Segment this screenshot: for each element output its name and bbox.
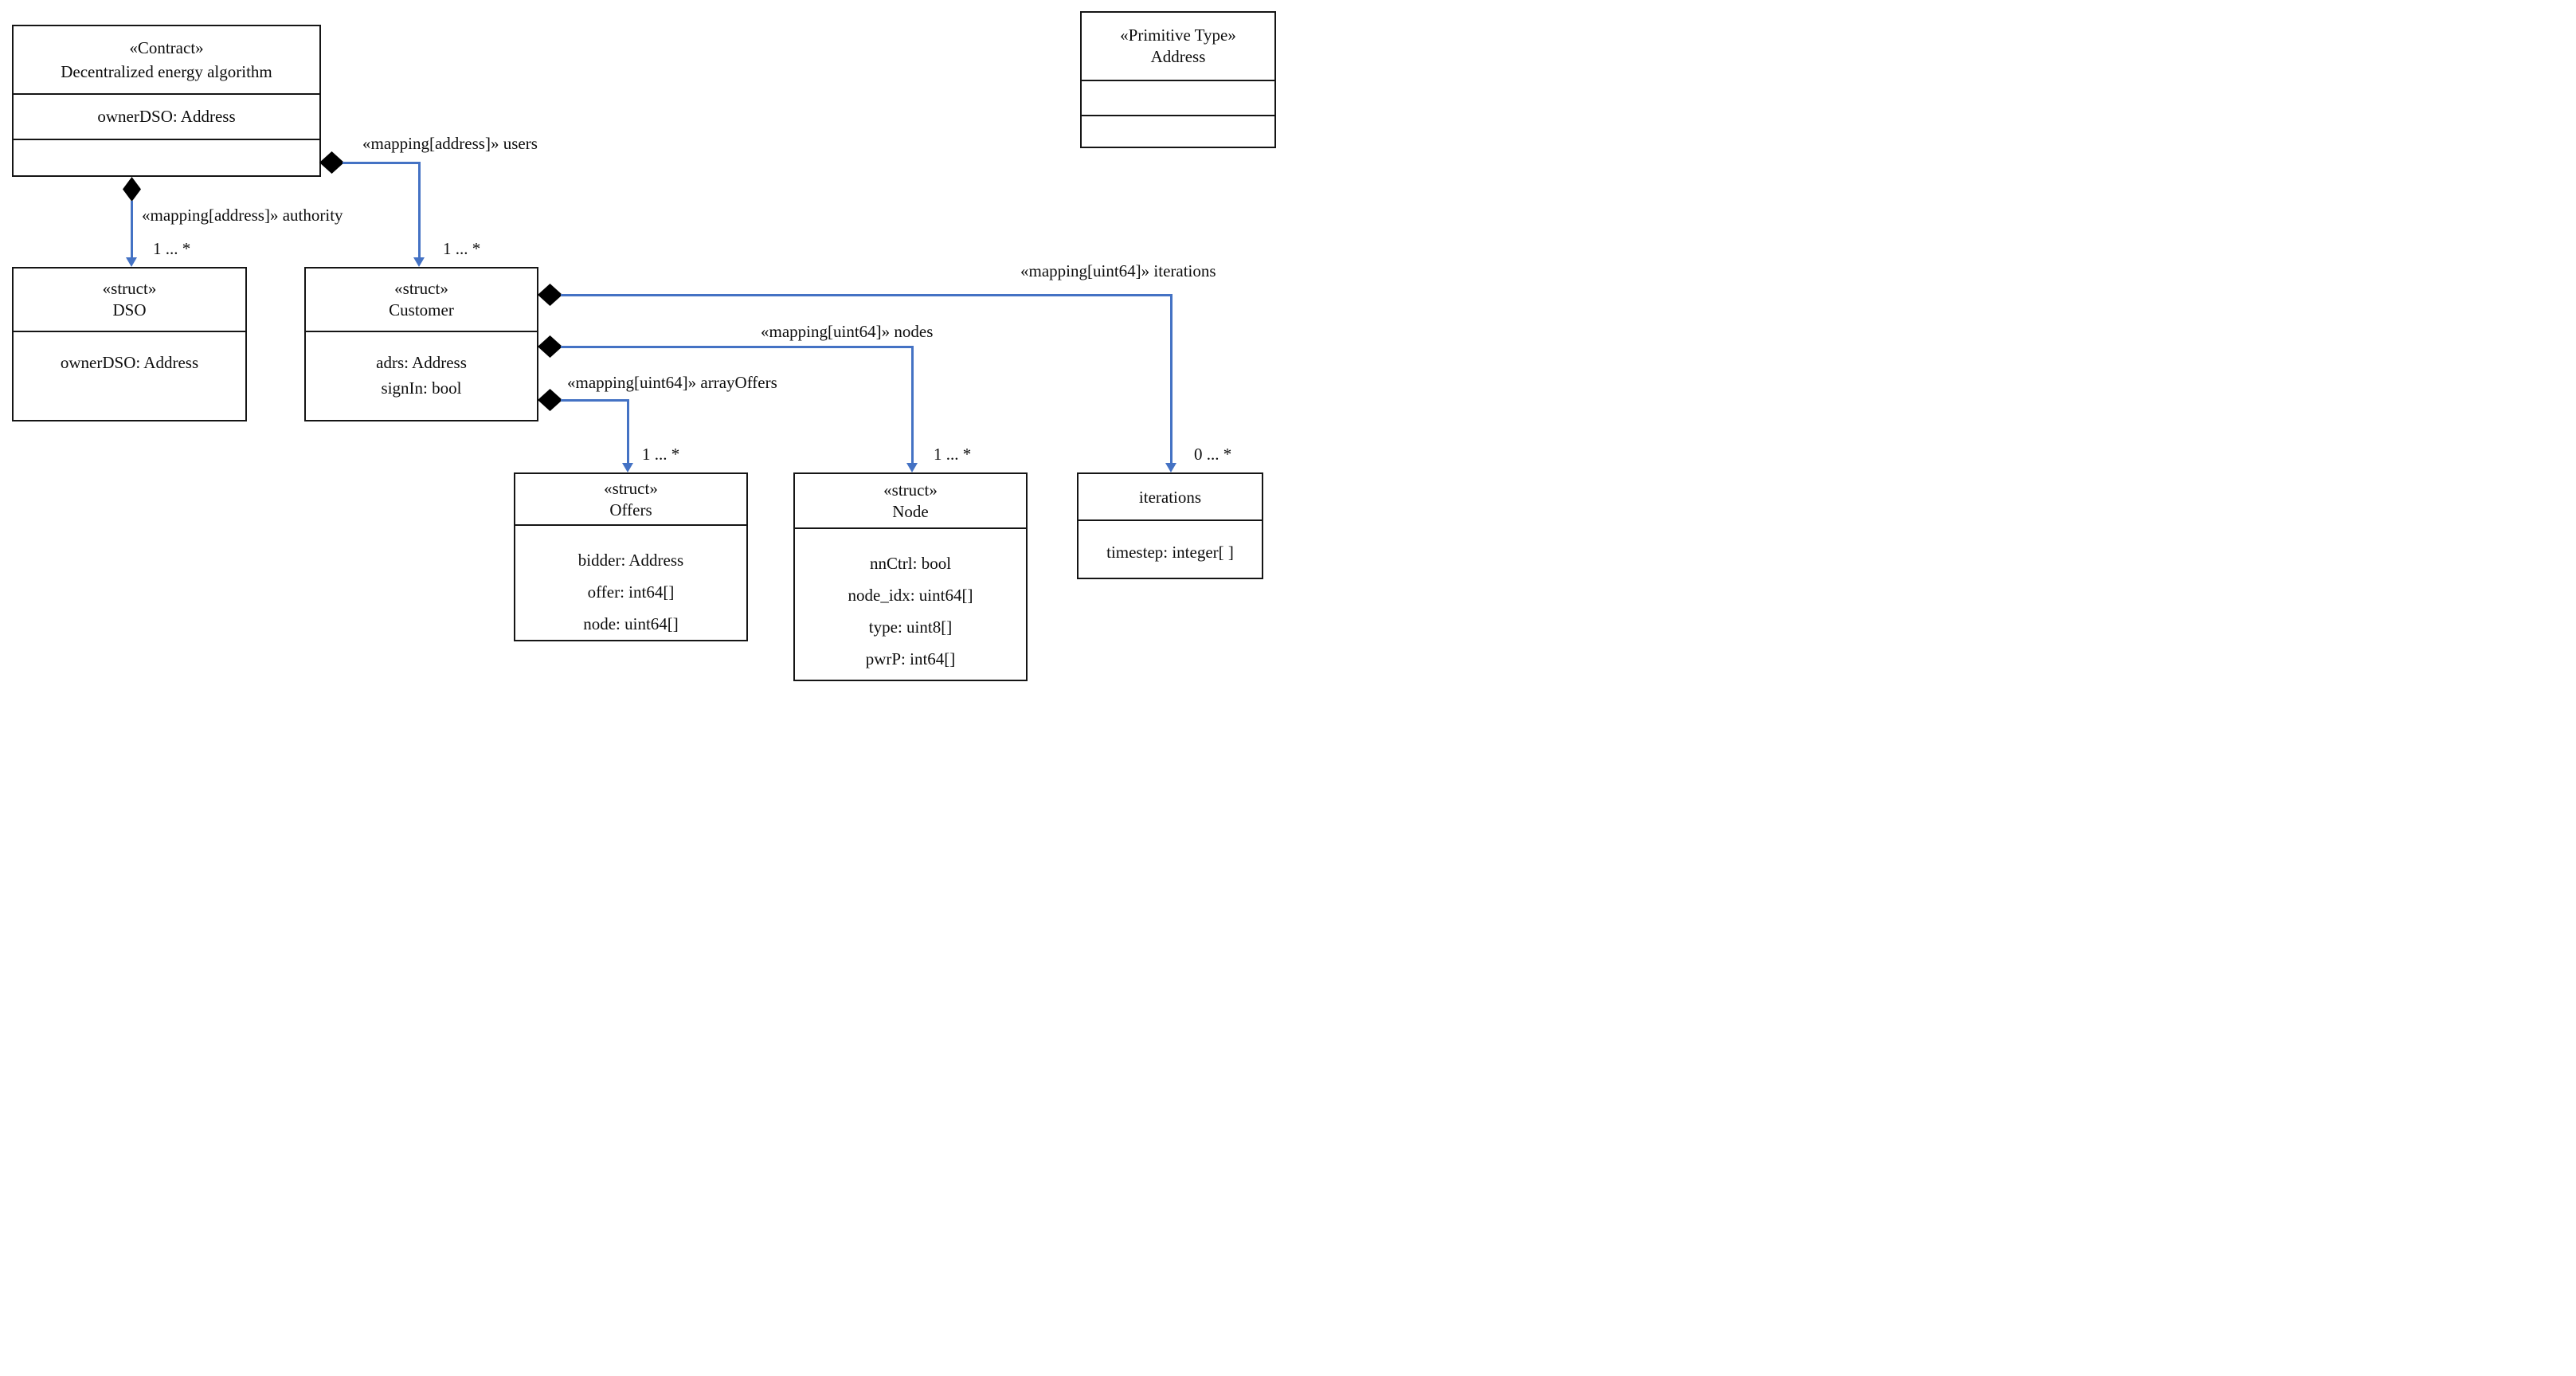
multiplicity-array-offers: 1 ... * xyxy=(642,445,680,464)
connector-line xyxy=(343,162,420,164)
attribute-row: node_idx: uint64[] xyxy=(848,586,973,605)
connector-line xyxy=(911,346,914,465)
class-empty-compartment xyxy=(14,139,319,175)
edge-label-iterations: «mapping[uint64]» iterations xyxy=(1020,261,1216,280)
class-name: DSO xyxy=(112,300,147,319)
class-attributes-compartment: bidder: Address offer: int64[] node: uin… xyxy=(515,524,746,640)
multiplicity-iterations: 0 ... * xyxy=(1194,445,1232,464)
arrowhead-icon xyxy=(906,463,918,472)
attribute-row: bidder: Address xyxy=(577,551,684,570)
class-title-compartment: «struct» Node xyxy=(795,474,1026,527)
multiplicity-authority: 1 ... * xyxy=(153,239,191,258)
attribute-row: type: uint8[] xyxy=(868,617,953,637)
class-box-iterations: iterations timestep: integer[ ] xyxy=(1077,472,1263,579)
class-title-compartment: «Primitive Type» Address xyxy=(1082,13,1274,80)
class-empty-compartment xyxy=(1082,115,1274,147)
class-name: Customer xyxy=(389,300,454,319)
arrowhead-icon xyxy=(622,463,633,472)
connector-line xyxy=(1170,294,1173,465)
composition-diamond-icon xyxy=(538,284,562,306)
class-stereotype: «struct» xyxy=(883,480,938,500)
edge-label-users: «mapping[address]» users xyxy=(362,134,538,153)
class-name: iterations xyxy=(1138,487,1202,507)
attribute-row: pwrP: int64[] xyxy=(865,649,956,668)
class-stereotype: «struct» xyxy=(394,279,448,298)
attribute-row: ownerDSO: Address xyxy=(60,353,199,372)
class-stereotype: «Contract» xyxy=(129,38,204,57)
class-box-node: «struct» Node nnCtrl: bool node_idx: uin… xyxy=(793,472,1028,681)
class-name: Node xyxy=(892,501,929,521)
class-title-compartment: «Contract» Decentralized energy algorith… xyxy=(14,26,319,93)
connector-line xyxy=(131,201,133,259)
edge-label-authority: «mapping[address]» authority xyxy=(142,206,343,225)
attribute-row: adrs: Address xyxy=(376,353,467,372)
arrowhead-icon xyxy=(413,257,425,267)
class-name: Address xyxy=(1150,47,1206,66)
class-title-compartment: «struct» DSO xyxy=(14,269,245,331)
composition-diamond-icon xyxy=(319,151,344,174)
attribute-row: node: uint64[] xyxy=(583,614,679,633)
attribute-row: signIn: bool xyxy=(381,378,462,398)
uml-class-diagram: «Contract» Decentralized energy algorith… xyxy=(0,0,1288,688)
attribute-row: nnCtrl: bool xyxy=(869,554,952,573)
connector-line xyxy=(561,294,1172,296)
attribute-row: ownerDSO: Address xyxy=(97,107,236,126)
arrowhead-icon xyxy=(1165,463,1176,472)
class-name: Offers xyxy=(609,500,652,519)
class-title-compartment: «struct» Customer xyxy=(306,269,537,331)
class-box-offers: «struct» Offers bidder: Address offer: i… xyxy=(514,472,748,641)
class-empty-compartment xyxy=(1082,80,1274,115)
class-box-primitive-address: «Primitive Type» Address xyxy=(1080,11,1276,148)
class-title-compartment: iterations xyxy=(1079,474,1262,519)
class-attributes-compartment: ownerDSO: Address xyxy=(14,331,245,420)
arrowhead-icon xyxy=(126,257,137,267)
class-attributes-compartment: ownerDSO: Address xyxy=(14,93,319,139)
connector-line xyxy=(561,346,913,348)
connector-line xyxy=(627,399,629,465)
edge-label-array-offers: «mapping[uint64]» arrayOffers xyxy=(567,373,777,392)
class-stereotype: «struct» xyxy=(604,478,658,498)
attribute-row: timestep: integer[ ] xyxy=(1106,543,1234,562)
class-box-contract: «Contract» Decentralized energy algorith… xyxy=(12,25,321,177)
class-stereotype: «Primitive Type» xyxy=(1120,25,1236,45)
class-attributes-compartment: adrs: Address signIn: bool xyxy=(306,331,537,420)
edge-label-nodes: «mapping[uint64]» nodes xyxy=(761,322,934,341)
class-stereotype: «struct» xyxy=(102,279,157,298)
class-name: Decentralized energy algorithm xyxy=(61,62,272,81)
class-attributes-compartment: nnCtrl: bool node_idx: uint64[] type: ui… xyxy=(795,527,1026,680)
connector-line xyxy=(418,162,421,259)
multiplicity-nodes: 1 ... * xyxy=(934,445,972,464)
composition-diamond-icon xyxy=(538,389,562,411)
class-title-compartment: «struct» Offers xyxy=(515,474,746,524)
multiplicity-users: 1 ... * xyxy=(443,239,481,258)
class-box-dso: «struct» DSO ownerDSO: Address xyxy=(12,267,247,421)
attribute-row: offer: int64[] xyxy=(587,582,675,602)
class-attributes-compartment: timestep: integer[ ] xyxy=(1079,519,1262,578)
connector-line xyxy=(561,399,629,402)
class-box-customer: «struct» Customer adrs: Address signIn: … xyxy=(304,267,538,421)
composition-diamond-icon xyxy=(538,335,562,358)
composition-diamond-icon xyxy=(123,177,141,202)
